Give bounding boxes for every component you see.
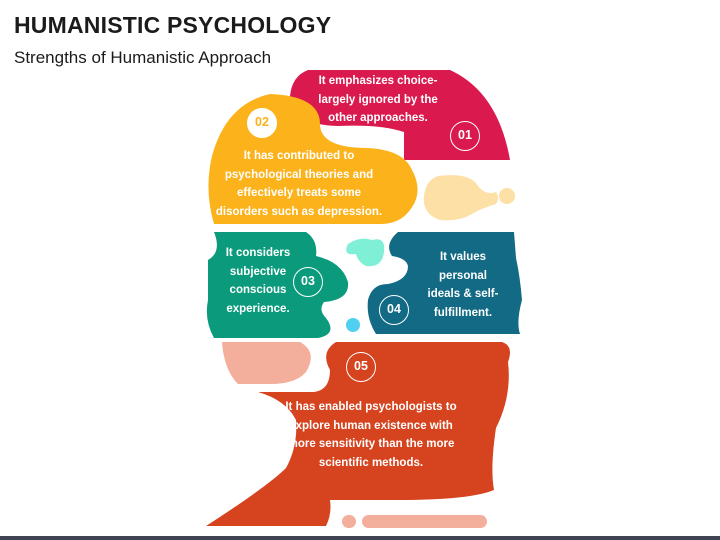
segment-05-shape xyxy=(206,342,510,526)
segment-01-number: 01 xyxy=(450,121,480,151)
page-subtitle: Strengths of Humanistic Approach xyxy=(14,48,272,67)
peach-small-bar xyxy=(342,515,356,528)
segment-03-text: It considers subjective conscious experi… xyxy=(225,247,291,315)
segment-02-number: 02 xyxy=(247,108,277,138)
segment-04-number: 04 xyxy=(379,295,409,325)
neck-shape xyxy=(222,342,311,384)
mint-blob xyxy=(346,238,385,267)
peach-long-bar xyxy=(362,515,487,528)
segment-05-number: 05 xyxy=(346,352,376,382)
cream-blob xyxy=(423,175,498,221)
cream-dot xyxy=(499,188,515,204)
page-title: HUMANISTIC PSYCHOLOGY xyxy=(14,12,332,38)
segment-05-text: It has enabled psychologists to explore … xyxy=(285,401,457,469)
segment-01-text: It emphasizes choice- largely ignored by… xyxy=(318,75,438,124)
segment-03-shape xyxy=(206,232,349,338)
segment-03-number: 03 xyxy=(293,267,323,297)
segment-02-text: It has contributed to psychological theo… xyxy=(215,150,383,218)
footer-bar xyxy=(0,536,720,540)
sky-dot xyxy=(346,318,360,332)
segment-04-text: It values personal ideals & self- fulfil… xyxy=(427,251,499,319)
